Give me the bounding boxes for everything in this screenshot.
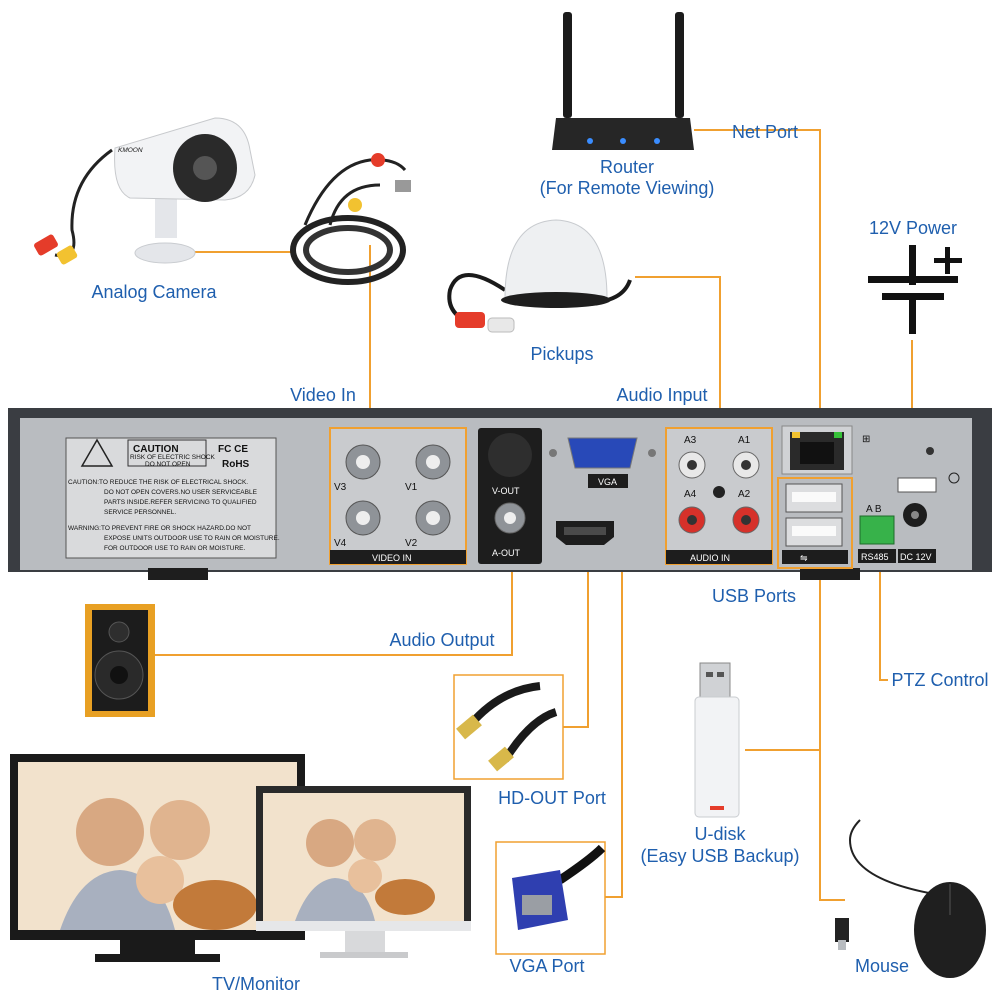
pickups-microphone: [447, 219, 632, 333]
video-ch-v3: V3: [334, 482, 347, 493]
tv-monitor-small: [256, 786, 471, 958]
video-ch-v1: V1: [405, 482, 418, 493]
label-net-port: Net Port: [732, 122, 798, 142]
v-out-label: V-OUT: [492, 486, 520, 496]
audio-ch-a1: A1: [738, 435, 751, 446]
usb-symbol-icon: ⇋: [800, 553, 808, 563]
audio-ch-a3: A3: [684, 435, 697, 446]
dvr-rear-panel: CAUTION RISK OF ELECTRIC SHOCK DO NOT OP…: [8, 408, 992, 580]
caution-sub1: RISK OF ELECTRIC SHOCK: [130, 454, 216, 461]
rs485-tag: RS485: [861, 552, 889, 562]
pickups-dome: [504, 219, 608, 299]
caution-title: CAUTION: [133, 444, 179, 455]
router-body: [552, 118, 694, 150]
power-symbol: [868, 245, 962, 334]
label-pickups: Pickups: [530, 344, 593, 364]
audio-ch-a2: A2: [738, 489, 751, 500]
rs485-dc-block: A B RS485 DC 12V ⊞: [858, 434, 960, 563]
router-antenna-right: [675, 12, 684, 118]
camera-brand: KMOON: [118, 147, 143, 154]
net-usb-block: ⇋: [777, 425, 853, 569]
label-u-disk-sub: (Easy USB Backup): [640, 846, 799, 866]
label-u-disk: U-disk: [694, 824, 746, 844]
rs485-ab: A B: [866, 504, 882, 515]
wire-vga: [605, 465, 623, 898]
router-led-2: [620, 138, 626, 144]
a-out-label: A-OUT: [492, 548, 521, 558]
connection-wires: [155, 129, 913, 901]
warning-line-3: FOR OUTDOOR USE TO RAIN OR MOISTURE.: [104, 545, 246, 552]
label-vga-port: VGA Port: [509, 956, 584, 976]
mouse-device: [835, 819, 986, 978]
warning-line-1: WARNING:TO PREVENT FIRE OR SHOCK HAZARD.…: [68, 525, 251, 532]
diagram-labels: Router (For Remote Viewing) Net Port 12V…: [91, 122, 988, 994]
av-out-block: V-OUT A-OUT: [478, 428, 542, 564]
wire-hdout: [563, 545, 589, 728]
router-antenna-left: [563, 12, 572, 118]
router-device: [552, 12, 694, 150]
wire-usb-main: [819, 550, 845, 901]
label-tv-monitor: TV/Monitor: [212, 974, 300, 994]
video-ch-v2: V2: [405, 538, 418, 549]
udisk-device: [694, 662, 740, 818]
wire-net: [694, 129, 821, 440]
cert-mark: FC CE: [218, 444, 248, 455]
router-led-1: [587, 138, 593, 144]
hdmi-cable: [453, 674, 564, 780]
caution-line-4: SERVICE PERSONNEL.: [104, 509, 176, 516]
vga-tag: VGA: [598, 477, 617, 487]
caution-line-1: CAUTION:TO REDUCE THE RISK OF ELECTRICAL…: [68, 479, 248, 486]
label-power: 12V Power: [869, 218, 957, 238]
analog-camera: KMOON: [34, 117, 256, 265]
label-hd-out-port: HD-OUT Port: [498, 788, 606, 808]
caution-sub2: DO NOT OPEN: [145, 461, 191, 468]
caution-label: CAUTION RISK OF ELECTRIC SHOCK DO NOT OP…: [65, 437, 280, 559]
label-video-in: Video In: [290, 385, 356, 405]
network-icon: ⊞: [862, 434, 870, 445]
label-mouse: Mouse: [855, 956, 909, 976]
label-router-sub: (For Remote Viewing): [540, 178, 715, 198]
audio-in-block: A3 A1 A4 A2 AUDIO IN: [665, 427, 773, 565]
label-router: Router: [600, 157, 654, 177]
caution-line-2: DO NOT OPEN COVERS.NO USER SERVICEABLE: [104, 489, 258, 496]
label-audio-output: Audio Output: [389, 630, 494, 650]
video-in-tag: VIDEO IN: [372, 553, 412, 563]
wire-ptz: [879, 530, 888, 681]
router-led-3: [654, 138, 660, 144]
label-ptz-control: PTZ Control: [891, 670, 988, 690]
video-ch-v4: V4: [334, 538, 347, 549]
cable-coil: [290, 153, 411, 285]
label-usb-ports: USB Ports: [712, 586, 796, 606]
warning-line-2: EXPOSE UNITS OUTDOOR USE TO RAIN OR MOIS…: [104, 535, 280, 542]
video-in-block: V3 V1 V4 V2 VIDEO IN: [329, 427, 467, 565]
speaker-device: [85, 604, 155, 717]
tv-monitor-large: [10, 754, 305, 962]
dc12v-tag: DC 12V: [900, 552, 932, 562]
vga-cable: [495, 841, 606, 955]
label-audio-input: Audio Input: [616, 385, 707, 405]
vga-hdmi-block: VGA: [549, 437, 656, 545]
caution-line-3: PARTS INSIDE.REFER SERVICING TO QUALIFIE…: [104, 499, 257, 506]
audio-ch-a4: A4: [684, 489, 697, 500]
label-analog-camera: Analog Camera: [91, 282, 217, 302]
wire-pickups: [635, 276, 721, 428]
rohs-mark: RoHS: [222, 459, 250, 470]
audio-in-tag: AUDIO IN: [690, 553, 730, 563]
